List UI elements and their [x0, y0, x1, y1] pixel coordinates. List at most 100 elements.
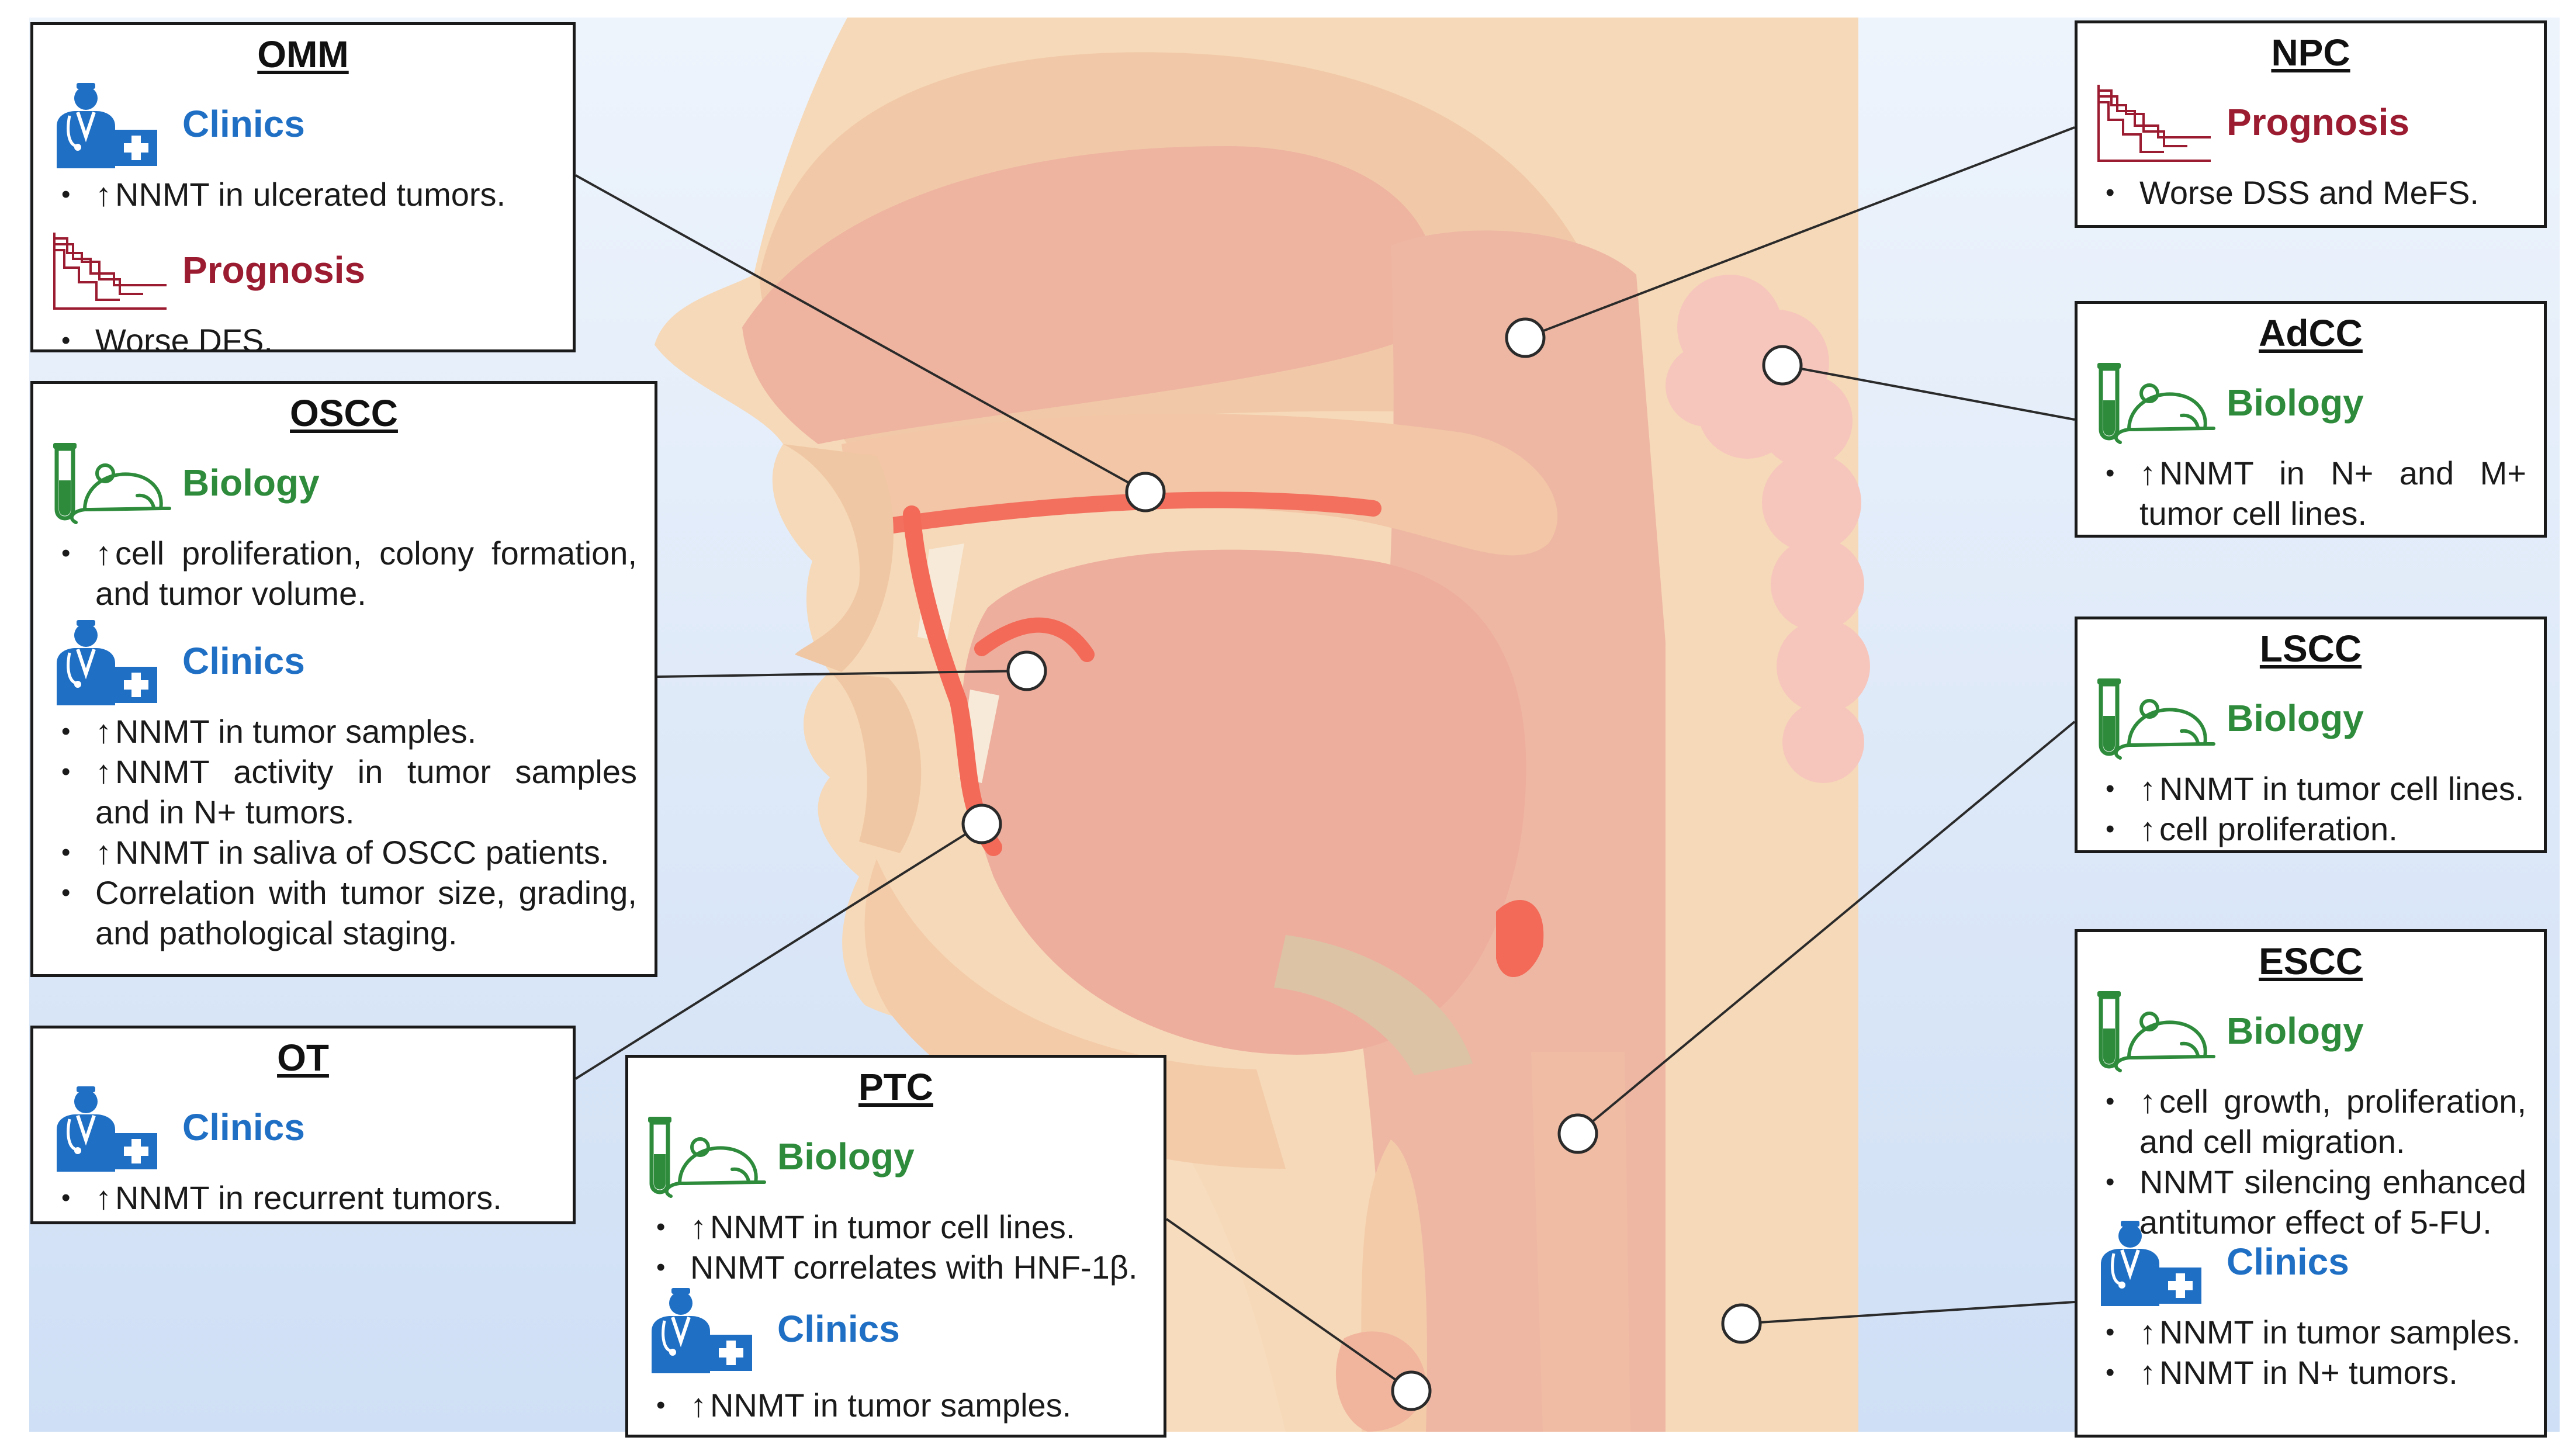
finding-text: NNMT in tumor cell lines. — [2159, 770, 2525, 807]
marker-lscc — [1557, 1113, 1598, 1154]
up-arrow-icon: ↑ — [2139, 1083, 2156, 1120]
section-label: Clinics — [182, 1106, 305, 1148]
marker-ptc — [1391, 1370, 1432, 1411]
section-biology: Biology — [33, 439, 655, 527]
finding-item: ↑NNMT in recurrent tumors. — [45, 1178, 555, 1218]
doctor-icon — [57, 83, 157, 168]
test-tube-mouse-icon — [2097, 991, 2215, 1072]
finding-text: NNMT in tumor cell lines. — [710, 1208, 1075, 1245]
doctor-icon — [57, 620, 157, 705]
up-arrow-icon: ↑ — [95, 1179, 112, 1216]
section-clinics: Clinics — [33, 1084, 573, 1172]
finding-text: NNMT silencing enhanced antitumor effect… — [2139, 1163, 2526, 1241]
up-arrow-icon: ↑ — [2139, 811, 2156, 847]
finding-item: ↑NNMT in tumor samples. — [45, 711, 637, 752]
finding-list: ↑NNMT in tumor samples.↑NNMT activity in… — [45, 711, 637, 953]
finding-item: ↑NNMT in tumor cell lines. — [2089, 768, 2526, 809]
finding-item: Worse DSS and MeFS. — [2089, 172, 2526, 213]
mandible — [864, 859, 1286, 1169]
box-title: OMM — [257, 33, 349, 75]
upper-lip — [783, 444, 894, 672]
section-label: Biology — [182, 462, 320, 504]
finding-text: NNMT in N+ and M+ tumor cell lines. — [2139, 455, 2526, 532]
finding-item: Correlation with tumor size, grading, an… — [45, 872, 637, 953]
finding-item: ↑cell proliferation, colony formation, a… — [45, 533, 637, 614]
section-icon-wrap — [2094, 79, 2217, 169]
finding-list: ↑cell growth, proliferation, and cell mi… — [2089, 1081, 2526, 1242]
box-title: PTC — [858, 1066, 933, 1108]
finding-list: ↑NNMT in tumor cell lines.↑cell prolifer… — [2089, 768, 2526, 849]
finding-text: NNMT in tumor samples. — [115, 713, 477, 750]
section-prognosis: Prognosis — [33, 227, 573, 314]
finding-item: ↑NNMT in N+ and M+ tumor cell lines. — [2089, 453, 2526, 534]
section-label: Biology — [2227, 697, 2364, 739]
finding-text: NNMT in recurrent tumors. — [115, 1179, 502, 1216]
section-icon-wrap — [645, 1286, 767, 1376]
test-tube-mouse-icon — [2097, 363, 2215, 444]
finding-list: ↑cell proliferation, colony formation, a… — [45, 533, 637, 614]
doctor-icon — [652, 1288, 752, 1373]
section-icon-wrap — [50, 81, 172, 171]
box-title: OT — [277, 1037, 329, 1079]
finding-list: ↑NNMT in tumor samples.↑NNMT in N+ tumor… — [2089, 1312, 2526, 1393]
section-label: Prognosis — [2227, 101, 2409, 143]
oral-mucosa — [903, 505, 1002, 856]
section-icon-wrap — [50, 1084, 172, 1175]
finding-item: Worse DFS. — [45, 320, 555, 352]
marker-adcc — [1762, 345, 1803, 386]
section-biology: Biology — [2078, 988, 2544, 1075]
finding-text: NNMT in ulcerated tumors. — [115, 176, 506, 213]
up-arrow-icon: ↑ — [95, 176, 112, 213]
section-clinics: Clinics — [2078, 1218, 2544, 1306]
box-title: AdCC — [2259, 312, 2363, 354]
finding-text: NNMT in tumor samples. — [710, 1387, 1072, 1424]
test-tube-mouse-icon — [2097, 678, 2215, 760]
epiglottis — [1496, 900, 1544, 978]
finding-item: ↑cell proliferation. — [2089, 809, 2526, 849]
up-arrow-icon: ↑ — [95, 753, 112, 790]
test-tube-mouse-icon — [648, 1117, 766, 1198]
finding-list: ↑NNMT in N+ and M+ tumor cell lines. — [2089, 453, 2526, 534]
section-label: Clinics — [777, 1308, 900, 1350]
up-arrow-icon: ↑ — [95, 535, 112, 572]
marker-npc — [1505, 317, 1546, 358]
finding-text: cell proliferation, colony formation, an… — [95, 535, 637, 612]
hyoid — [1274, 935, 1473, 1075]
section-icon-wrap — [2094, 359, 2217, 450]
finding-text: NNMT in saliva of OSCC patients. — [115, 834, 610, 871]
esophagus — [1531, 1052, 1630, 1432]
up-arrow-icon: ↑ — [2139, 770, 2156, 807]
finding-list: Worse DFS. — [45, 320, 555, 352]
section-icon-wrap — [2094, 988, 2217, 1078]
doctor-icon — [2101, 1221, 2201, 1306]
box-title: LSCC — [2259, 628, 2362, 670]
finding-text: cell growth, proliferation, and cell mig… — [2139, 1083, 2526, 1160]
test-tube-mouse-icon — [53, 443, 171, 524]
finding-item: NNMT correlates with HNF-1β. — [640, 1247, 1146, 1287]
finding-item: ↑NNMT in tumor samples. — [2089, 1312, 2526, 1352]
up-arrow-icon: ↑ — [690, 1387, 707, 1424]
section-clinics: Clinics — [628, 1286, 1164, 1373]
marker-omm — [1125, 472, 1166, 512]
section-biology: Biology — [628, 1113, 1164, 1201]
tongue — [961, 549, 1526, 1055]
section-clinics: Clinics — [33, 618, 655, 705]
finding-text: NNMT in N+ tumors. — [2159, 1354, 2458, 1391]
finding-list: Worse DSS and MeFS. — [2089, 172, 2526, 213]
section-icon-wrap — [50, 618, 172, 708]
nasal-cavity — [742, 146, 1438, 444]
section-label: Clinics — [2227, 1241, 2349, 1283]
info-box-ot: OT Clinics ↑NNMT in recurrent tumors. — [30, 1026, 576, 1224]
finding-list: ↑NNMT in tumor cell lines.NNMT correlate… — [640, 1207, 1146, 1287]
section-label: Biology — [777, 1135, 915, 1178]
section-icon-wrap — [50, 227, 172, 317]
section-biology: Biology — [2078, 359, 2544, 447]
finding-text: Worse DFS. — [95, 322, 273, 352]
finding-text: NNMT activity in tumor samples and in N+… — [95, 753, 637, 830]
finding-text: NNMT in tumor samples. — [2159, 1314, 2521, 1350]
